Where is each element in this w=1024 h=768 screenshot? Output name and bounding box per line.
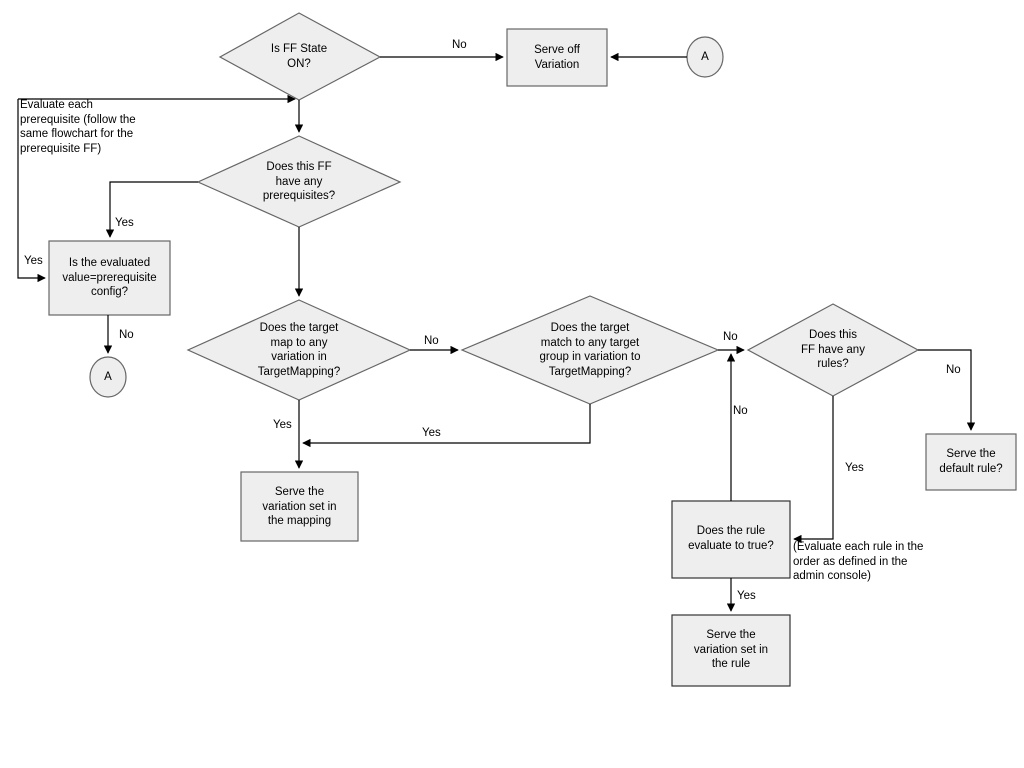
- node-connector-a-top-shape[interactable]: [686, 36, 724, 78]
- node-serve-mapping-variation-shape[interactable]: [240, 471, 359, 542]
- node-target-map-shape[interactable]: [186, 299, 412, 401]
- node-prerequisites-shape[interactable]: [196, 135, 402, 228]
- node-has-rules-shape[interactable]: [746, 303, 920, 397]
- edge-label-target-group-yes: Yes: [422, 427, 441, 439]
- node-target-group-shape[interactable]: [460, 295, 720, 405]
- edge-label-prerequisites-yes: Yes: [115, 217, 134, 229]
- node-connector-a-bottom-shape[interactable]: [89, 356, 127, 398]
- edge-label-rule-evaluate-yes: Yes: [737, 590, 756, 602]
- edge-target-group-yes: [302, 404, 591, 448]
- edge-label-ff-state-no: No: [452, 39, 467, 51]
- edge-label-target-map-no: No: [424, 335, 439, 347]
- edge-prerequisites-yes: [105, 181, 198, 238]
- node-serve-rule-variation-shape[interactable]: [671, 614, 791, 687]
- edge-label-evaluated-yes: Yes: [24, 255, 43, 267]
- edge-label-rule-evaluate-no: No: [733, 405, 748, 417]
- edge-evaluated-yes-loop: [17, 99, 46, 283]
- node-evaluated-value-shape[interactable]: [48, 240, 171, 316]
- edge-has-rules-no: [918, 349, 976, 431]
- edge-label-has-rules-no: No: [946, 364, 961, 376]
- node-rule-evaluate-shape[interactable]: [671, 500, 791, 579]
- note-prerequisite: Evaluate each prerequisite (follow the s…: [20, 99, 136, 155]
- edge-label-evaluated-no: No: [119, 329, 134, 341]
- edge-has-rules-yes: [793, 396, 834, 544]
- node-ff-state-shape[interactable]: [218, 12, 382, 101]
- edge-label-target-group-no: No: [723, 331, 738, 343]
- node-serve-off-shape[interactable]: [506, 28, 608, 87]
- edge-label-has-rules-yes: Yes: [845, 462, 864, 474]
- note-rule-order: (Evaluate each rule in the order as defi…: [793, 541, 924, 582]
- node-serve-default-rule-shape[interactable]: [925, 433, 1017, 491]
- edge-label-target-map-yes: Yes: [273, 419, 292, 431]
